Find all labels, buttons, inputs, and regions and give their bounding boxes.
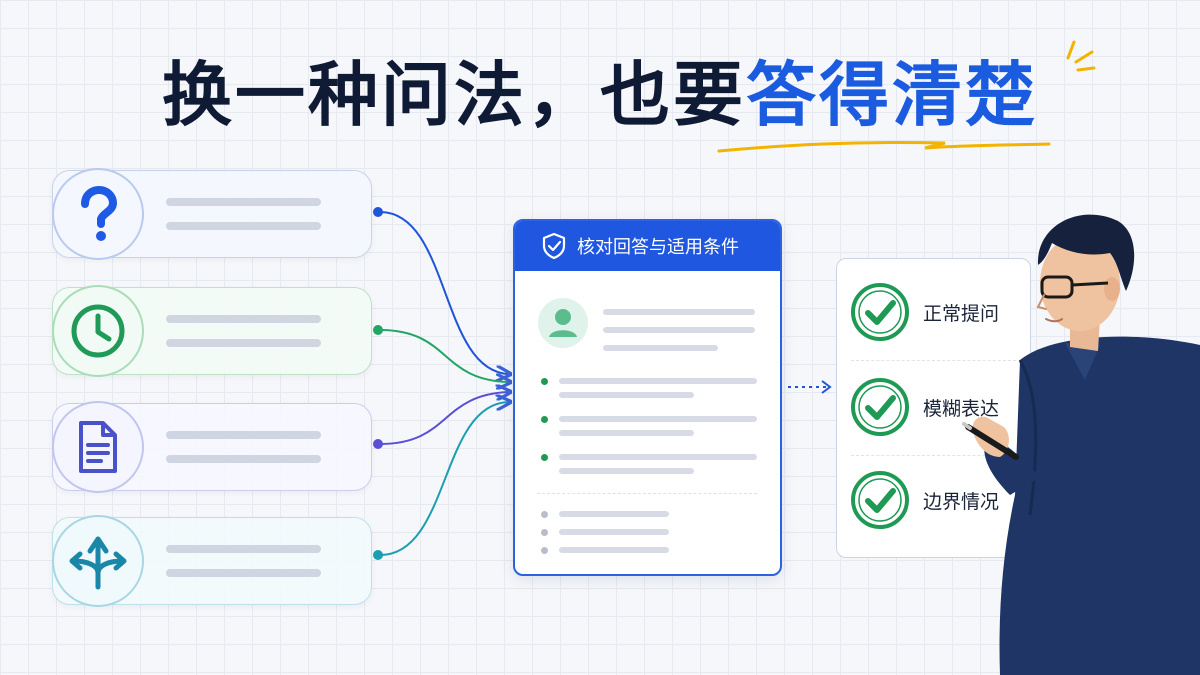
bullet-dot [541,511,548,518]
text-placeholder-line [559,392,694,398]
bullet-dot [541,529,548,536]
bullet-dot [541,547,548,554]
text-placeholder-line [166,455,321,463]
headline-part1: 换一种问法，也要 [162,54,746,136]
branching-bubble [52,515,144,607]
checklist-label: 边界情况 [923,490,1000,513]
question-bubble [52,168,144,260]
branching-arrows-icon [69,536,127,590]
text-placeholder-line [559,378,757,384]
shield-check-icon [542,232,566,260]
check-circle-icon [851,283,909,341]
text-placeholder-line [559,529,669,535]
bullet-dot [541,378,548,385]
text-placeholder-line [559,511,669,517]
clock-bubble [52,285,144,377]
check-circle-icon [851,378,909,436]
headline: 换一种问法，也要答得清楚 [0,50,1200,140]
avatar [538,298,588,348]
check-circle-icon [851,471,909,529]
text-placeholder-line [166,339,321,347]
text-placeholder-line [166,545,321,553]
verification-panel: 核对回答与适用条件 [513,219,782,576]
checklist-label: 正常提问 [923,302,1000,325]
checklist-label: 模糊表达 [923,397,1000,420]
panel-header: 核对回答与适用条件 [515,221,780,271]
panel-divider [537,493,757,494]
text-placeholder-line [166,431,321,439]
text-placeholder-line [603,309,755,315]
text-placeholder-line [559,454,757,460]
checklist-item-1: 正常提问 [851,283,999,341]
text-placeholder-line [603,327,755,333]
checklist-item-2: 模糊表达 [851,378,999,436]
text-placeholder-line [166,198,321,206]
checklist-item-3: 边界情况 [851,471,999,529]
person-illustration [962,214,1200,675]
clock-icon [71,304,125,358]
headline-underline [717,140,1051,153]
text-placeholder-line [166,569,321,577]
text-placeholder-line [559,430,694,436]
spark-lines-icon [1066,40,1096,72]
text-placeholder-line [166,315,321,323]
text-placeholder-line [603,345,718,351]
headline-accent: 答得清楚 [746,54,1038,136]
bullet-dot [541,454,548,461]
text-placeholder-line [559,416,757,422]
text-placeholder-line [559,468,694,474]
checklist-divider [851,360,1016,361]
bullet-dot [541,416,548,423]
panel-title: 核对回答与适用条件 [577,237,739,258]
document-icon [79,421,117,473]
text-placeholder-line [166,222,321,230]
question-mark-icon [81,186,118,241]
checklist-panel: 正常提问 模糊表达 边界情况 [836,258,1031,558]
text-placeholder-line [559,547,669,553]
document-bubble [52,401,144,493]
checklist-divider [851,455,1016,456]
